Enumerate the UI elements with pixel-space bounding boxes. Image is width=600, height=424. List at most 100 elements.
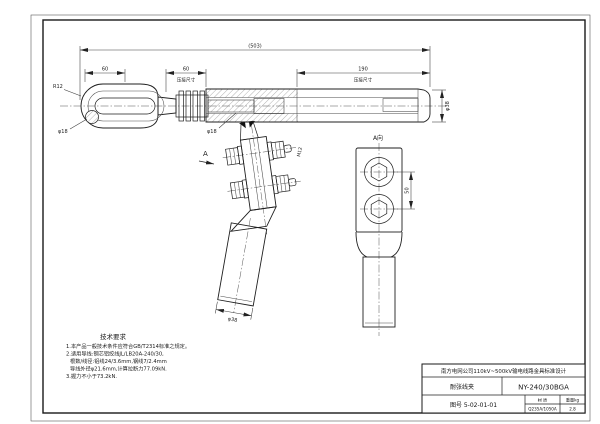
plate-interface-1 — [249, 138, 260, 210]
transition-cone — [229, 206, 277, 232]
crimp-rib — [185, 90, 191, 122]
hex-head-upper — [370, 162, 388, 182]
outer-border — [30, 14, 591, 422]
main-view: φ38 M12 A (503) 60 60 压接尺寸 — [53, 44, 451, 324]
dim-text-eye-radius: R12 — [53, 84, 63, 90]
project-title: 南方电网公司110kV~500kV输电线路金具标准设计 — [441, 367, 567, 375]
dimension-overall: (503) — [79, 44, 431, 100]
weld-fillet-left — [239, 122, 246, 129]
tube-outline — [205, 88, 431, 123]
dim-text-tube-dia: φ38 — [445, 101, 451, 111]
bolt-lower — [227, 174, 301, 200]
washer — [241, 179, 249, 199]
material-value: Q235A/1050A — [528, 407, 557, 412]
weight-value: 2.8 — [569, 407, 576, 412]
washer — [236, 145, 245, 165]
dimension-eye-bar-dia: φ18 — [58, 118, 88, 135]
leader-line — [69, 118, 88, 130]
conductor-end-pocket — [382, 98, 419, 112]
a-view-title: A向 — [373, 134, 383, 142]
bolt-thread-stub — [288, 178, 297, 187]
dimension-eye-radius: R12 — [53, 84, 82, 97]
nut-facet — [283, 175, 287, 192]
material-label: 材 质 — [538, 397, 548, 403]
jumper-tube-end-line — [220, 295, 252, 302]
view-direction-marker: A — [198, 150, 215, 165]
dimension-jumper-tube-dia: φ38 — [215, 301, 254, 324]
eye-torus-contour — [87, 90, 165, 122]
dim-text-hole-spacing: 50 — [405, 187, 411, 193]
inner-border — [42, 19, 586, 414]
dim-text-crimp-right: 190 — [358, 67, 368, 73]
bolt-thread-stub — [283, 144, 292, 153]
jumper-tube-body — [217, 222, 268, 307]
eye-outer — [80, 83, 159, 129]
dimension-eye-width: 60 — [84, 67, 126, 82]
jumper-tube: φ38 — [215, 218, 268, 324]
nut-facet — [279, 175, 283, 192]
tech-note-line: 1.本产品一般技术条件应符合GB/T2314标准之规定。 — [66, 342, 190, 350]
dim-text-overall: (503) — [248, 44, 261, 50]
drawing-number: 图号 5-02-01-01 — [450, 402, 497, 409]
dim-text-eye-width: 60 — [102, 67, 108, 73]
plate-interface-2 — [257, 137, 268, 209]
view-arrow — [198, 160, 215, 165]
crimp-rib — [192, 90, 198, 122]
tech-note-line: 3.握力不小于73.2kN. — [66, 372, 117, 380]
dim-text-bolt-size: M12 — [296, 146, 304, 157]
nut-facet — [274, 142, 278, 159]
jumper-pad-assembly — [222, 120, 301, 235]
title-block: 南方电网公司110kV~500kV输电线路金具标准设计 耐张线夹 NY-240/… — [421, 363, 586, 414]
head-facet — [234, 182, 237, 199]
dimension-crimp-left: 60 压接尺寸 — [165, 67, 207, 92]
anchor-eye — [80, 83, 177, 129]
dimension-anchor-dia: φ18 — [207, 112, 237, 135]
leader-line — [218, 112, 237, 129]
dim-text-eye-bar-dia: φ18 — [58, 129, 68, 135]
steel-anchor-rod-section — [207, 99, 255, 113]
view-arrow-label: A — [203, 150, 208, 158]
dim-text-anchor-dia: φ18 — [207, 129, 217, 135]
technical-notes: 技术要求 1.本产品一般技术条件应符合GB/T2314标准之规定。 2.适用导线… — [66, 332, 190, 380]
nut-facet — [278, 141, 282, 158]
dim-text-jumper-tube-dia: φ38 — [227, 316, 238, 324]
title-block-frame — [421, 363, 586, 414]
head-facet — [233, 148, 237, 165]
ext-line — [250, 307, 254, 320]
dim-line — [215, 308, 252, 317]
eye-slot — [94, 97, 156, 115]
a-view-tube — [362, 256, 396, 328]
compression-tube — [205, 88, 431, 123]
tech-notes-title: 技术要求 — [100, 332, 127, 341]
jumper-tube-axis — [233, 218, 251, 313]
product-name: 耐张线夹 — [450, 383, 474, 391]
tech-note-line: 根数/线径:铝线24/3.6mm,钢线7/2.4mm — [70, 357, 167, 365]
hex-head-lower — [370, 199, 388, 219]
pad-hole-lower — [364, 194, 394, 224]
a-view: A向 50 — [355, 134, 415, 336]
leader-line — [63, 89, 82, 97]
crimp-rib — [178, 90, 184, 122]
eye-bar-section — [85, 110, 99, 124]
dim-note-crimp-left: 压接尺寸 — [177, 77, 196, 84]
shoulder-right — [390, 231, 403, 258]
steel-sleeve-section — [253, 98, 285, 114]
head-facet — [229, 148, 233, 165]
dimension-hole-spacing: 50 — [394, 171, 415, 210]
tube-wall-hatch-top — [206, 89, 298, 98]
dim-note-crimp-right: 压接尺寸 — [354, 77, 373, 84]
tech-note-line: 2.适用导线:钢芯铝绞线JL/LB20A-240/30, — [66, 350, 164, 358]
dimension-tube-dia: φ38 — [432, 89, 451, 123]
shoulder-left — [355, 231, 368, 258]
tech-note-line: 导线外径φ21.6mm,计算拉断力77.09kN. — [70, 365, 167, 373]
sheet-frame — [30, 14, 591, 422]
tube-wall-hatch-bottom — [206, 113, 298, 122]
dim-text-crimp-left: 60 — [183, 67, 189, 73]
dimension-crimp-right: 190 压接尺寸 — [296, 67, 430, 87]
ext-line — [215, 301, 218, 314]
head-facet — [237, 181, 241, 198]
pad-axis — [251, 125, 268, 235]
pad-hole-upper — [364, 157, 394, 187]
